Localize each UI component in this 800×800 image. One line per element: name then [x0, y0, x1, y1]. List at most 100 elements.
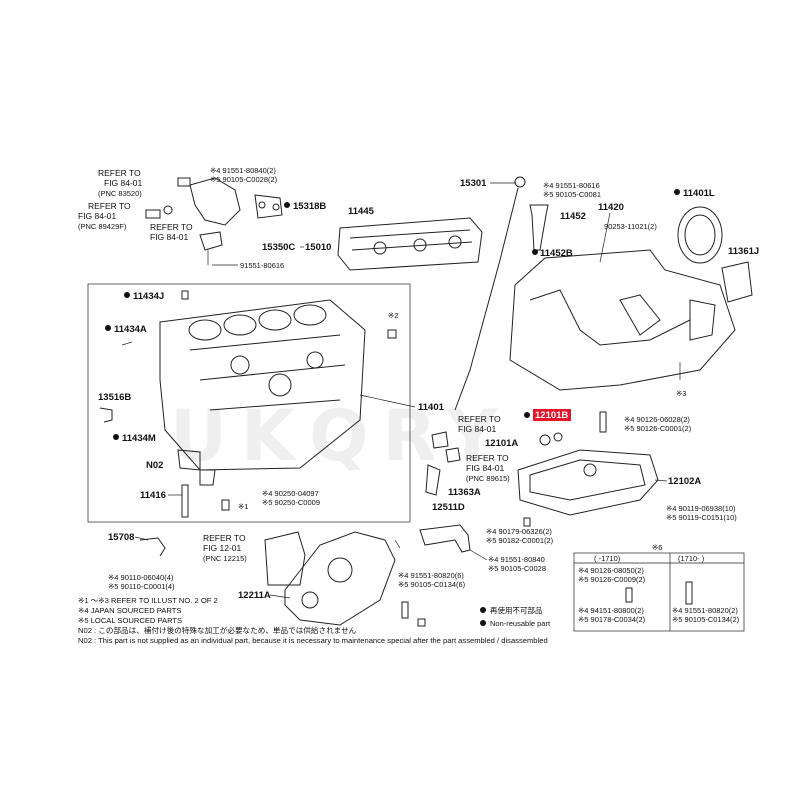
bottom-left-group: 15708 REFER TO FIG 12-01 (PNC 12215) ※4 …	[108, 531, 466, 627]
baffle-detail	[349, 229, 473, 251]
label-partno: 11434J	[133, 291, 164, 302]
dipstick-handle	[514, 176, 526, 188]
pin-part	[121, 341, 133, 346]
sensor-part	[431, 431, 449, 449]
label-partno: 11361J	[728, 246, 759, 257]
label-refer-to: REFER TO	[466, 453, 509, 463]
label-partno: ※4 90126-06028(2)	[624, 415, 690, 424]
label-partno: ※5 90105-C0028(2)	[210, 175, 278, 184]
label-partno: ※4 91551-80820(6)	[398, 571, 464, 580]
label-partno: ※5 90119-C0151(10)	[666, 513, 737, 522]
label-partno: 12211A	[238, 590, 271, 601]
legend-jp: 再使用不可部品	[490, 605, 543, 615]
label-partno: ※4 94151-80800(2)	[578, 606, 644, 615]
label-partno: 11420	[598, 202, 624, 213]
label-refer-to: REFER TO	[458, 414, 501, 424]
drain-plug-part	[539, 434, 551, 446]
footnote: ※4 JAPAN SOURCED PARTS	[78, 606, 181, 615]
footnote: N02 : この部品は、補付け後の特殊な加工が必要なため、単品では供給されません	[78, 625, 357, 635]
block-detail	[230, 355, 250, 375]
oil-seal-part	[677, 206, 723, 264]
baffle-hole	[448, 235, 462, 249]
nonreusable-dot	[524, 412, 530, 418]
leader-line	[654, 479, 668, 482]
footnote: N02 : This part is not supplied as an in…	[78, 636, 548, 645]
label-x1: ※1	[238, 502, 248, 511]
block-detail	[189, 334, 346, 411]
label-partno: 11445	[348, 206, 375, 217]
label-refer-to: REFER TO	[203, 533, 246, 543]
table-col-header: (1710- )	[678, 554, 705, 563]
label-partno: 91551-80616	[240, 261, 284, 270]
leader-line	[599, 212, 611, 263]
label-partno: ※4 91551-80616	[543, 181, 600, 190]
bolt-part	[401, 601, 409, 619]
nonreusable-dot	[284, 202, 290, 208]
nut-part	[523, 517, 531, 527]
cylinder-bore	[223, 314, 257, 336]
label-partno: ※4 91551-80820(2)	[672, 606, 738, 615]
leader-line	[269, 594, 291, 599]
middle-refer-group: REFER TO FIG 84-01 REFER TO FIG 84-01 (P…	[419, 414, 546, 573]
cylinder-bore	[188, 319, 222, 341]
label-partno: 11452B	[540, 248, 573, 259]
label-partno: 11434M	[122, 433, 156, 444]
nonreusable-dot	[113, 434, 119, 440]
sensor-body-part	[199, 231, 223, 251]
label-partno: ※4 91551-80840	[488, 555, 545, 564]
label-partno: ※4 90110-06040(4)	[108, 573, 174, 582]
sensor-group: REFER TO FIG 84-01 (PNC 83520) REFER TO …	[78, 166, 331, 270]
plug-part	[417, 618, 426, 627]
label-partno: ※5 90105-C0028	[488, 564, 546, 573]
label-x2: ※2	[388, 311, 398, 320]
table-col-header: ( -1710)	[594, 554, 621, 563]
bearing-cap-part	[199, 469, 216, 486]
label-partno: 11416	[140, 490, 166, 501]
label-partno: 11401L	[683, 188, 715, 199]
label-partno: ※5 90105-C0134(2)	[672, 615, 740, 624]
oil-pan-lower-group: 12101B 12101A ※4 90126-06028(2) ※5 90126…	[485, 409, 737, 545]
gasket-part	[254, 194, 283, 219]
hole	[258, 201, 266, 209]
oil-pan-lower-part	[517, 449, 659, 516]
nonreusable-dot	[674, 189, 680, 195]
leader-line	[134, 536, 149, 541]
valve-part	[264, 531, 306, 586]
label-partno: 11401	[418, 402, 445, 413]
label-partno: 13516B	[98, 392, 131, 403]
label-partno: 11434A	[114, 324, 147, 335]
baffle-hole	[373, 241, 387, 255]
bracket-part	[425, 464, 441, 496]
label-refer-to: REFER TO	[88, 201, 131, 211]
plug-part	[99, 407, 113, 423]
label-pnc: (PNC 89615)	[466, 474, 510, 483]
label-partno: 15350C	[262, 242, 295, 253]
label-partno: ※4 91551-80840(2)	[210, 166, 276, 175]
label-pnc: (PNC 83520)	[98, 189, 142, 198]
nonreusable-dot	[124, 292, 130, 298]
bolt-part	[685, 581, 693, 605]
footnote: ※1 〜※3 REFER TO ILLUST NO. 2 OF 2	[78, 596, 218, 605]
plug-part	[387, 329, 397, 339]
bolt-part	[599, 411, 607, 433]
table-header-mark: ※6	[652, 543, 662, 552]
label-partno: ※4 90119-06938(10)	[666, 504, 736, 513]
timing-cover-part	[284, 531, 396, 626]
label-fig: FIG 84-01	[150, 232, 189, 242]
leader-line	[469, 549, 488, 561]
nonreusable-dot	[105, 325, 111, 331]
gasket-part	[721, 261, 753, 303]
pan-detail	[583, 463, 597, 477]
variant-table: ※6 ( -1710) (1710- ) ※4 90126-08050(2) ※…	[573, 543, 745, 632]
dipstick-guide	[529, 204, 549, 251]
bolt-part	[181, 484, 189, 518]
sensor-part	[445, 447, 461, 463]
label-partno: 15318B	[293, 201, 326, 212]
sensor-part	[145, 209, 161, 219]
cylinder-block-part	[159, 299, 366, 471]
footnotes: ※1 〜※3 REFER TO ILLUST NO. 2 OF 2 ※4 JAP…	[78, 596, 548, 645]
label-partno: N02	[146, 460, 163, 471]
label-partno: ※5 90126-C0001(2)	[624, 424, 692, 433]
pan-detail	[529, 289, 691, 346]
label-pnc: (PNC 12215)	[203, 554, 247, 563]
